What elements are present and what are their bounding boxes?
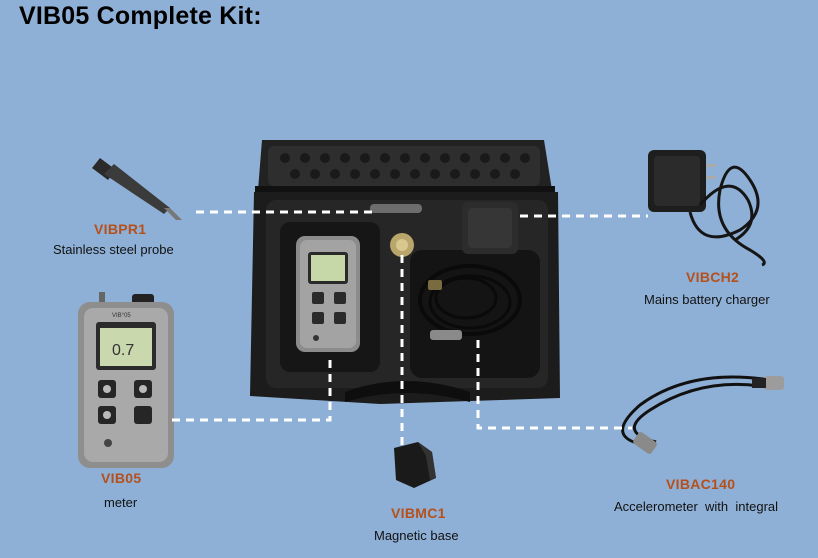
meter-image: VIB°05 0.7 <box>78 292 174 468</box>
accelerometer-image <box>621 375 784 454</box>
probe-description: Stainless steel probe <box>53 242 174 257</box>
accelerometer-description: Accelerometer with integral <box>614 499 779 514</box>
meter-reading: 0.7 <box>112 342 134 359</box>
charger-description: Mains battery charger <box>644 292 770 307</box>
meter-model-label: VIB°05 <box>112 313 131 319</box>
connector-lines <box>172 210 648 450</box>
page-title: VIB05 Complete Kit: <box>19 2 262 30</box>
probe-image <box>92 158 182 220</box>
magnetic-base-code: VIBMC1 <box>391 505 446 521</box>
accelerometer-code: VIBAC140 <box>666 476 736 492</box>
meter-description: meter <box>104 495 138 510</box>
magnetic-base-image <box>394 442 436 488</box>
case-meter <box>296 236 360 352</box>
carry-case <box>250 140 560 404</box>
charger-code: VIBCH2 <box>686 269 740 285</box>
magnetic-base-description: Magnetic base <box>374 528 459 543</box>
probe-code: VIBPR1 <box>94 221 147 237</box>
charger-image <box>648 150 766 267</box>
meter-code: VIB05 <box>101 470 142 486</box>
